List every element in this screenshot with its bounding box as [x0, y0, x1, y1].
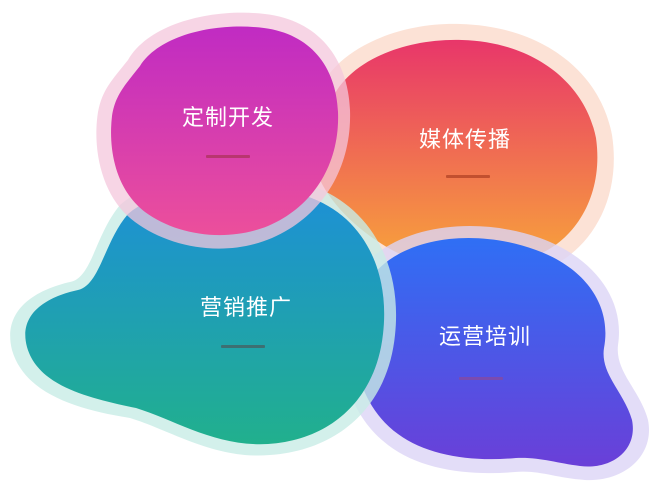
blob-ops-shape: [355, 237, 633, 467]
blob-custom: [96, 12, 351, 249]
blob-media: [295, 23, 614, 284]
dash-operations-training: [459, 377, 503, 380]
blob-ops: [341, 226, 650, 481]
blob-media-shape: [313, 39, 598, 268]
label-operations-training: 运营培训: [438, 325, 532, 350]
dash-marketing-promotion: [221, 345, 265, 348]
dash-media-communication: [446, 175, 490, 178]
blob-marketing: [10, 173, 397, 456]
dash-custom-development: [206, 155, 250, 158]
label-custom-development: 定制开发: [181, 106, 275, 131]
label-marketing-promotion: 营销推广: [199, 296, 293, 321]
blob-marketing-shape: [25, 184, 385, 445]
blob-custom-shape: [111, 26, 339, 236]
label-media-communication: 媒体传播: [418, 128, 512, 153]
